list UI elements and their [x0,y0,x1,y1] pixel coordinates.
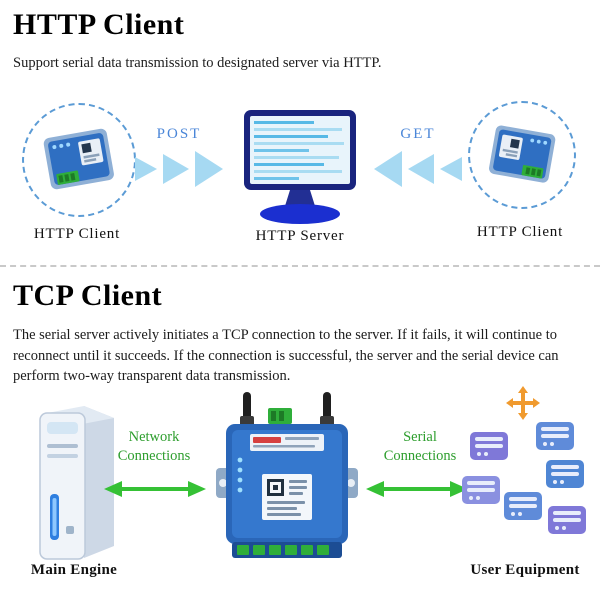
http-client-right-circle [468,101,576,209]
http-server-caption: HTTP Server [255,228,345,244]
http-client-left-circle [22,103,136,217]
serial-connections-line1: Serial [403,429,437,445]
serial-connections-line2: Connections [383,447,457,464]
serial-connection-arrow-icon [366,481,468,497]
section-divider [0,265,600,267]
http-server-monitor-icon [244,110,356,224]
post-label: POST [156,126,202,142]
http-section-title: HTTP Client [13,8,185,41]
serial-server-product-icon [216,392,358,558]
network-connections-line1: Network [128,429,180,445]
get-arrows-left-icon [374,151,462,187]
main-engine-caption: Main Engine [30,562,118,578]
network-connections-line2: Connections [117,447,191,464]
serial-connections-label: Serial Connections [368,428,472,466]
network-connections-label: Network Connections [103,428,205,466]
tcp-section-description: The serial server actively initiates a T… [13,327,559,385]
network-connection-arrow-icon [104,481,206,497]
user-equipment-cluster-icon [462,386,586,534]
http-client-left-caption: HTTP Client [33,226,121,242]
main-engine-tower-icon [39,406,114,560]
get-label: GET [400,126,436,142]
user-equipment-caption: User Equipment [470,562,580,578]
post-arrows-right-icon [135,151,223,187]
serial-server-device-icon [43,128,114,190]
tcp-section-title: TCP Client [13,279,163,312]
serial-server-device-icon [489,125,556,183]
http-client-right-caption: HTTP Client [476,224,564,240]
http-section-subtitle: Support serial data transmission to desi… [13,55,382,71]
